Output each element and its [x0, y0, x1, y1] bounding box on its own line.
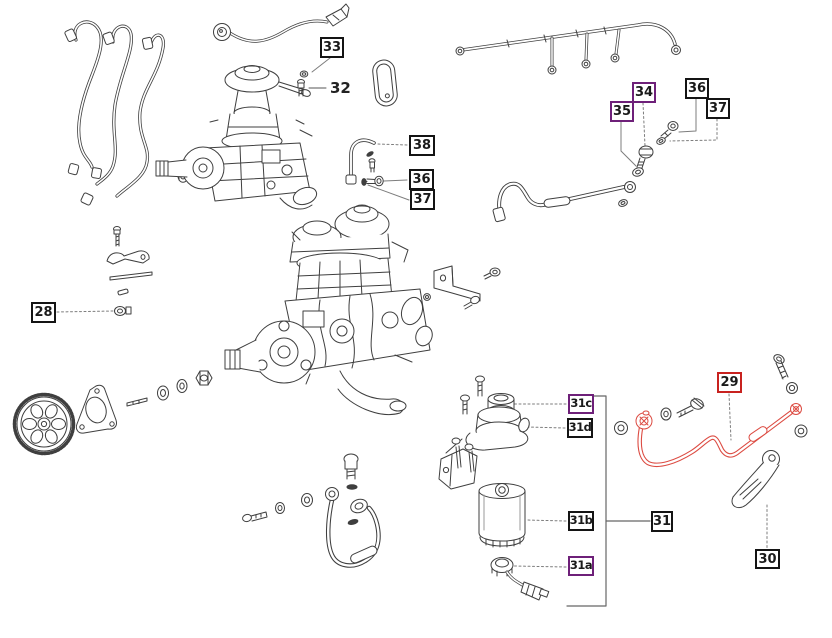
injector-pipes-icon — [64, 20, 189, 206]
sensor-cable-icon — [213, 3, 350, 43]
callout-31d[interactable]: 31d — [567, 418, 593, 438]
oval-gasket-icon — [372, 59, 398, 107]
callout-28[interactable]: 28 — [31, 302, 56, 323]
callout-34[interactable]: 34 — [632, 82, 656, 103]
overflow-u-pipe-icon — [242, 453, 381, 568]
injection-pump-large-icon — [224, 204, 433, 415]
bolts-and-washers-icon — [614, 354, 808, 438]
leakoff-rail-icon — [455, 22, 681, 75]
callout-38[interactable]: 38 — [409, 135, 435, 156]
oring-and-bolt-icon — [297, 70, 309, 97]
callout-36-right[interactable]: 36 — [685, 78, 709, 99]
callout-30[interactable]: 30 — [755, 549, 780, 569]
clamp-parts-icon — [106, 226, 153, 316]
triangular-gasket-icon — [75, 384, 117, 434]
mount-bracket-icon — [423, 265, 501, 310]
callout-33[interactable]: 33 — [320, 37, 344, 58]
red-fuel-pipe-icon — [635, 403, 802, 468]
callout-37-left[interactable]: 37 — [410, 189, 435, 210]
fuel-filter-cartridge-icon — [478, 483, 526, 548]
timing-gear-icon — [12, 392, 76, 456]
water-sensor-icon — [490, 557, 550, 601]
key-washers-nut-icon — [126, 370, 213, 407]
callout-32[interactable]: 32 — [330, 79, 351, 97]
supply-z-pipe-icon — [492, 181, 636, 223]
callout-35[interactable]: 35 — [610, 101, 634, 122]
filter-head-icon — [438, 375, 530, 490]
injection-pump-small-icon — [155, 65, 318, 210]
callout-31b[interactable]: 31b — [568, 511, 594, 531]
callout-37-right[interactable]: 37 — [706, 98, 730, 119]
callout-31a[interactable]: 31a — [568, 556, 594, 576]
banjo-bolt-34-35-icon — [632, 121, 679, 177]
j-hose-icon — [345, 138, 384, 187]
callout-29[interactable]: 29 — [717, 372, 742, 393]
support-strap-icon — [731, 450, 780, 509]
callout-31c[interactable]: 31c — [568, 394, 594, 414]
leader-lines — [56, 57, 768, 568]
callout-31[interactable]: 31 — [651, 511, 673, 532]
callout-36-left[interactable]: 36 — [409, 169, 434, 190]
